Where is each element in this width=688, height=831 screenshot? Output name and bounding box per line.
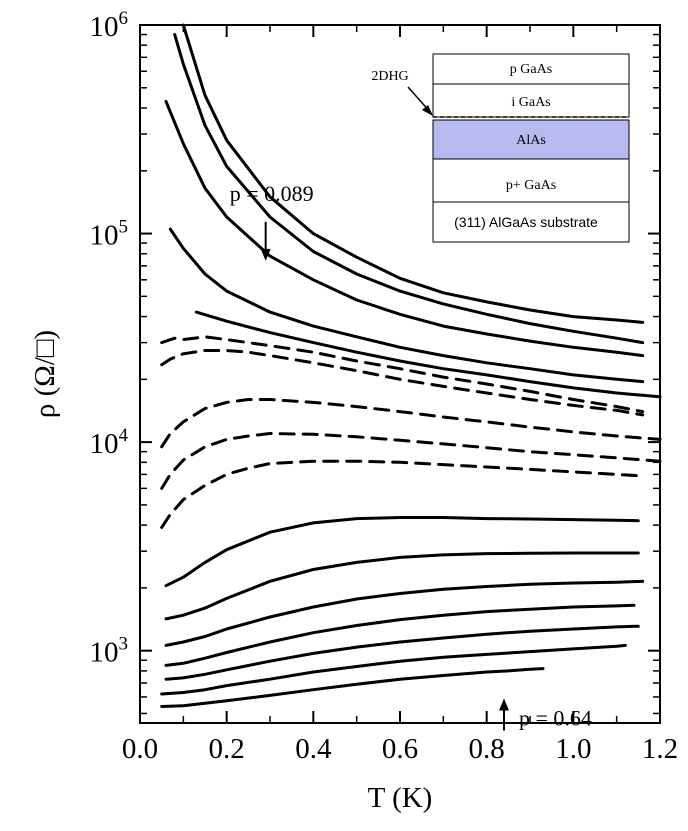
x-tick-labels: 0.0 0.2 0.4 0.6 0.8 1.0 1.2 [122, 733, 678, 765]
series-line-9-dashed [160, 432, 662, 490]
inset-layer-p-plus-gaas [432, 158, 630, 203]
x-tick-label: 0.6 [382, 733, 418, 765]
series-line-13-solid [164, 579, 645, 647]
annotation-arrowhead-2 [499, 698, 509, 711]
series-line-6-dashed [160, 335, 645, 414]
x-tick-label: 1.0 [555, 733, 591, 765]
axis-ticks [139, 24, 661, 723]
inset-label-p-gaas: p GaAs [510, 62, 552, 77]
annotation-label-2: p = 0.64 [519, 705, 592, 730]
series-line-3-solid [164, 99, 645, 358]
inset-label-substrate: (311) AlGaAs substrate [454, 214, 598, 230]
series-line-8-dashed [160, 398, 662, 449]
series-line-2-solid [173, 33, 645, 345]
x-tick-label: 1.2 [642, 733, 678, 765]
series-line-4-solid [168, 227, 645, 384]
y-tick-label: 105 [90, 217, 129, 252]
series-line-14-solid [164, 603, 636, 667]
y-tick-label: 103 [90, 634, 129, 669]
x-tick-label: 0.2 [209, 733, 245, 765]
series-line-17-solid [160, 667, 545, 708]
y-axis-title: ρ (Ω/□) [29, 330, 61, 418]
inset-layer-alas [432, 119, 630, 160]
series-line-11-solid [164, 516, 640, 588]
x-tick-label: 0.8 [469, 733, 505, 765]
annotations: p = 0.089 p = 0.64 [230, 181, 592, 731]
y-tick-labels: 103 104 105 106 [90, 8, 129, 669]
inset-label-i-gaas: i GaAs [511, 95, 550, 110]
series-line-1-solid [181, 23, 645, 324]
y-tick-label: 104 [90, 425, 129, 460]
y-tick-label: 106 [90, 8, 129, 43]
series-line-15-solid [164, 624, 640, 681]
inset-label-alas: AlAs [516, 133, 546, 148]
series-line-16-solid [160, 643, 627, 696]
data-curves [160, 23, 662, 708]
series-line-12-solid [164, 551, 640, 621]
inset-layer-i-gaas [432, 83, 630, 118]
x-axis-title: T (K) [368, 782, 433, 814]
inset-layer-substrate [432, 201, 630, 243]
annotation-label-1: p = 0.089 [230, 181, 314, 206]
annotation-arrowhead-1 [260, 248, 271, 261]
series-line-10-dashed [160, 459, 640, 529]
series-line-5-solid [194, 310, 662, 399]
series-line-7-dashed [160, 349, 645, 417]
x-tick-label: 0.4 [295, 733, 332, 765]
inset-label-p-plus-gaas: p+ GaAs [506, 178, 556, 193]
inset-layer-stack: p GaAs i GaAs AlAs p+ GaAs (311) AlGaAs … [371, 53, 630, 243]
inset-label-2dhg: 2DHG [371, 69, 408, 84]
x-tick-label: 0.0 [122, 733, 158, 765]
inset-2dhg-arrowhead [422, 105, 433, 116]
